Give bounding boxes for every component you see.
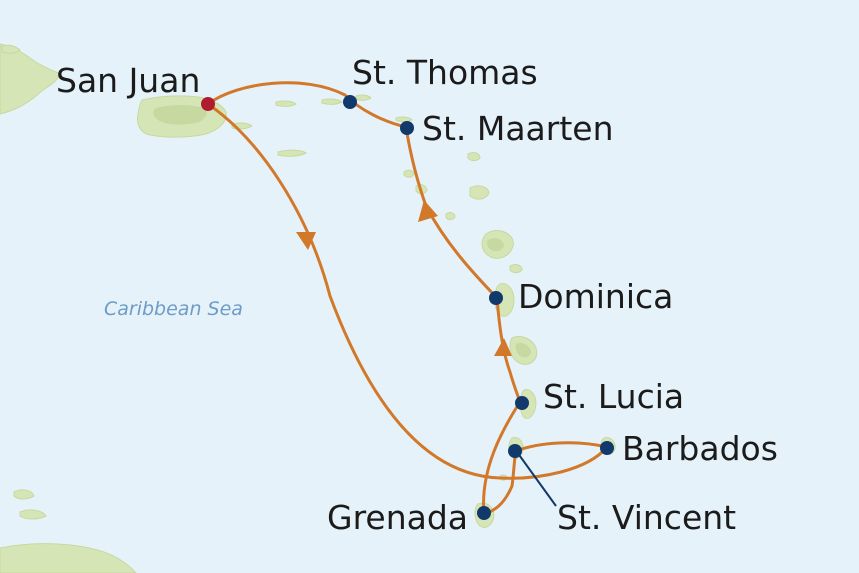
port-marker-st-maarten[interactable] (400, 121, 414, 135)
st-vincent-leader-line (516, 451, 557, 507)
port-marker-dominica[interactable] (489, 291, 503, 305)
culebra-island (275, 100, 297, 107)
port-markers (201, 95, 614, 520)
port-marker-st-vincent[interactable] (508, 444, 522, 458)
port-label-barbados: Barbados (622, 429, 778, 468)
hispaniola-landmass (0, 43, 61, 115)
home-port-marker-san-juan[interactable] (201, 97, 215, 111)
sea-label: Caribbean Sea (104, 298, 243, 320)
route-arrow-northbound-2 (494, 338, 512, 356)
route-arrow-northbound-1 (418, 200, 438, 222)
puerto-rico-relief (153, 105, 207, 125)
hispaniola-islet (1, 44, 21, 54)
port-label-st-thomas: St. Thomas (352, 53, 538, 92)
port-label-dominica: Dominica (518, 277, 673, 316)
port-label-grenada: Grenada (327, 498, 468, 537)
port-marker-grenada[interactable] (477, 506, 491, 520)
antigua-island (469, 185, 490, 200)
port-marker-st-thomas[interactable] (343, 95, 357, 109)
saba-island (403, 169, 415, 178)
venezuela-islet-2 (19, 509, 47, 520)
anguilla-island (395, 116, 413, 122)
port-marker-st-lucia[interactable] (515, 396, 529, 410)
barbuda-island (467, 152, 481, 162)
route-arrow-southbound (296, 232, 316, 250)
st-john-island (355, 94, 372, 101)
port-labels: San Juan St. Thomas St. Maarten Dominica… (56, 53, 778, 537)
port-label-st-maarten: St. Maarten (422, 109, 614, 148)
port-label-st-vincent: St. Vincent (557, 498, 736, 537)
south-america-coast (0, 543, 137, 573)
home-port-label-san-juan: San Juan (56, 61, 200, 100)
port-marker-barbados[interactable] (600, 441, 614, 455)
dominica-landmass (494, 283, 515, 317)
guadeloupe-relief (487, 237, 504, 252)
st-croix-island (277, 149, 307, 157)
port-label-st-lucia: St. Lucia (543, 377, 684, 416)
marie-galante-island (509, 264, 523, 274)
st-thomas-island (321, 98, 343, 105)
martinique-relief (515, 342, 531, 358)
venezuela-islet-1 (13, 489, 35, 500)
montserrat-island (445, 212, 456, 221)
